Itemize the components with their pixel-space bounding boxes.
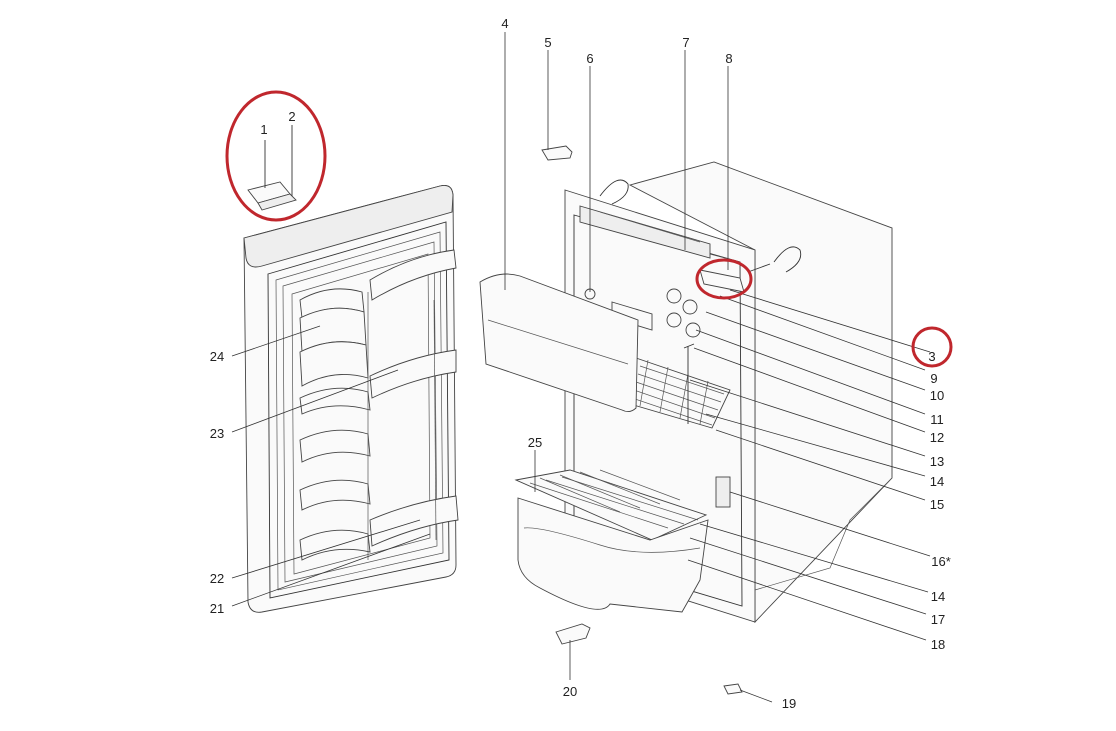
callout-labels: 1 2 3 4 5 6 7 8 9 10 11 12 13 14 15 16* … (210, 16, 951, 711)
callout-2: 2 (288, 109, 295, 124)
callout-20: 20 (563, 684, 577, 699)
callout-6: 6 (586, 51, 593, 66)
callout-13: 13 (930, 454, 944, 469)
callout-10: 10 (930, 388, 944, 403)
callout-4: 4 (501, 16, 508, 31)
callout-3: 3 (928, 349, 935, 364)
refrigerator-cabinet (514, 161, 893, 624)
small-door-bins (299, 288, 371, 561)
door-hinge-flap (247, 125, 297, 211)
refrigerator-door (243, 184, 459, 613)
callout-24: 24 (210, 349, 224, 364)
crisper-drawer (517, 497, 709, 613)
callout-5: 5 (544, 35, 551, 50)
callout-21: 21 (210, 601, 224, 616)
callout-1: 1 (260, 122, 267, 137)
callout-16: 16* (931, 554, 951, 569)
callout-12: 12 (930, 430, 944, 445)
callout-15: 15 (930, 497, 944, 512)
callout-14-upper: 14 (930, 474, 944, 489)
highlight-ring-part-3-location (695, 258, 753, 300)
light-cover (715, 476, 731, 508)
callout-14-lower: 14 (931, 589, 945, 604)
highlight-ring-label-3 (911, 326, 953, 368)
leader-lines (231, 32, 931, 703)
callout-8: 8 (725, 51, 732, 66)
part-20-hinge (555, 623, 591, 645)
callout-9: 9 (930, 371, 937, 386)
callout-17: 17 (931, 612, 945, 627)
lower-wire-shelf (514, 469, 708, 541)
callout-23: 23 (210, 426, 224, 441)
highlight-ring-parts-1-2 (225, 90, 327, 222)
part-19-pin (723, 683, 743, 695)
callout-22: 22 (210, 571, 224, 586)
freezer-door-panel (479, 273, 639, 413)
callout-11: 11 (930, 412, 944, 427)
highlight-rings (225, 90, 953, 368)
callout-7: 7 (682, 35, 689, 50)
callout-25: 25 (528, 435, 542, 450)
callout-19: 19 (782, 696, 796, 711)
callout-18: 18 (931, 637, 945, 652)
part-5-clip (541, 145, 573, 161)
